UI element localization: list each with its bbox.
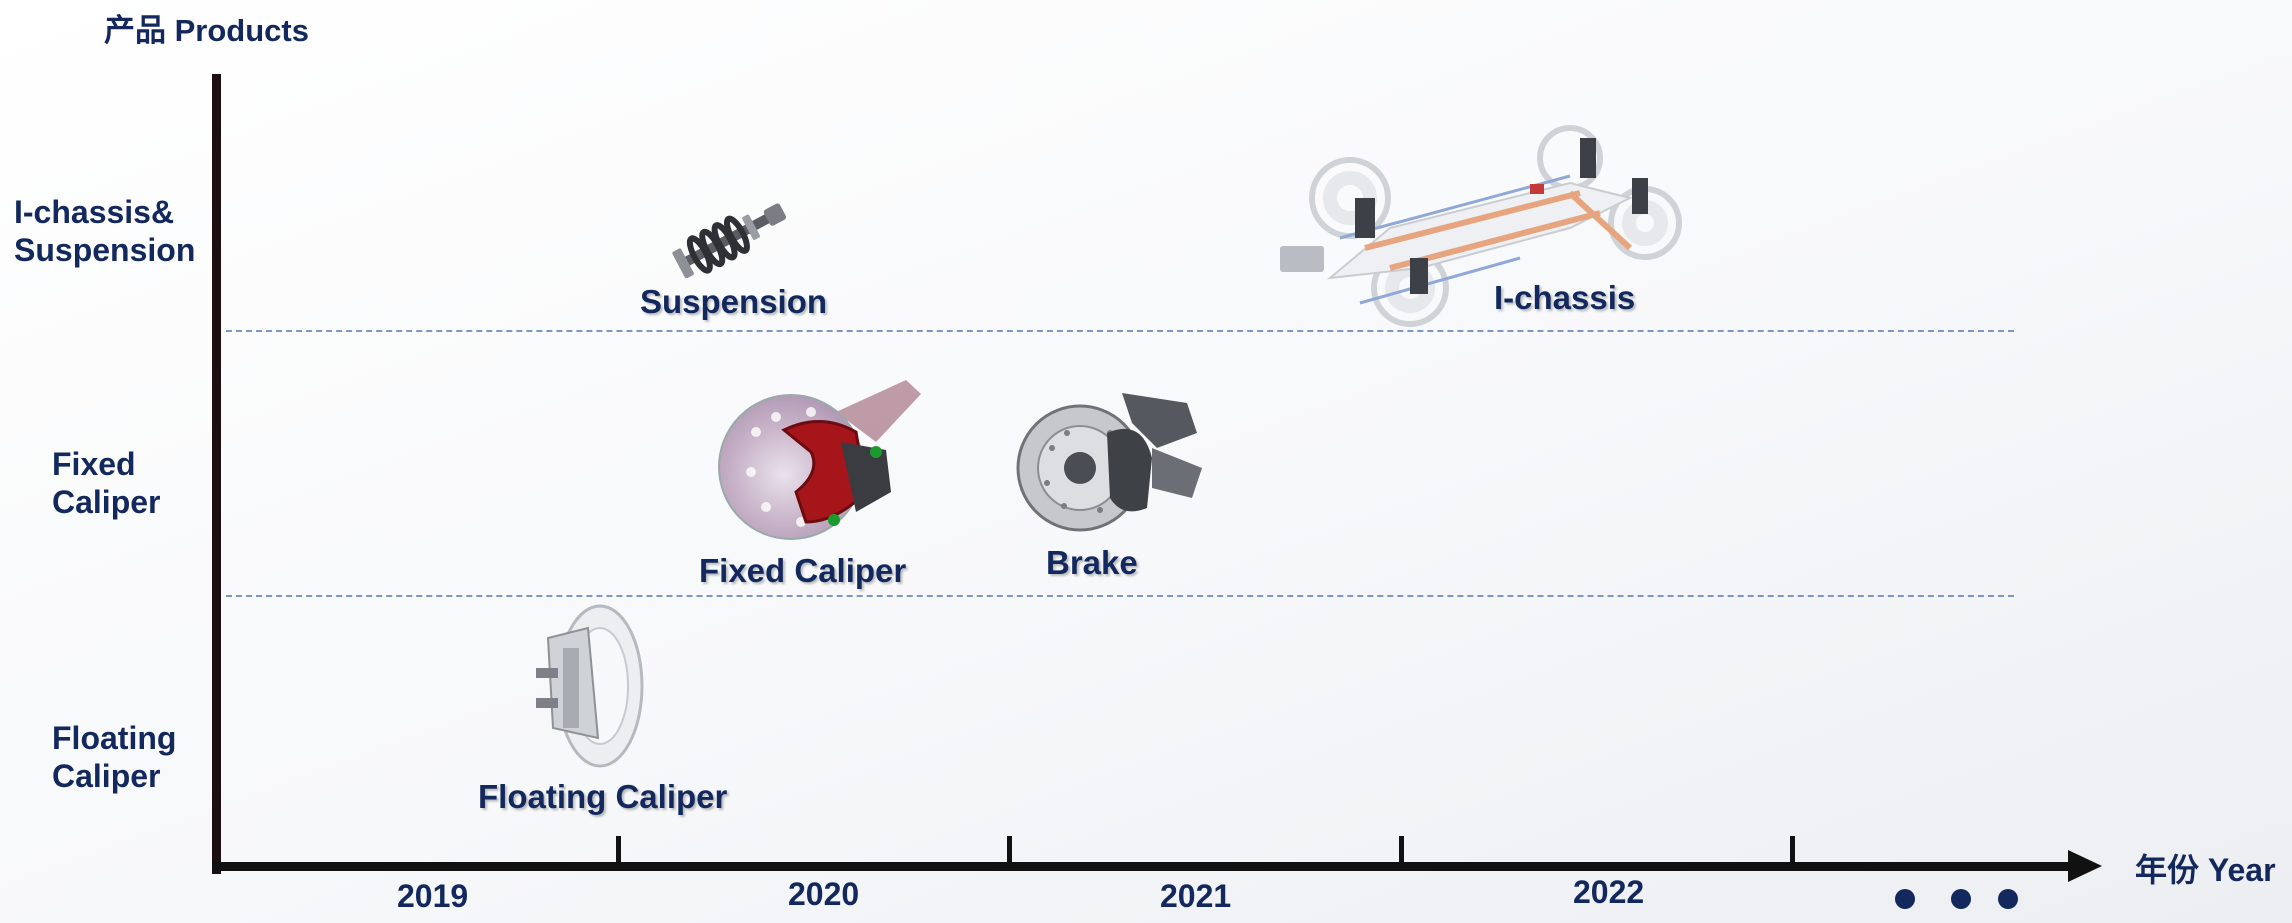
- x-axis-tick: [1399, 836, 1404, 866]
- row-label-line: I-chassis&: [14, 194, 175, 230]
- y-axis-title: 产品 Products: [104, 13, 309, 48]
- row-label-line: Caliper: [52, 484, 161, 520]
- x-axis-tick: [616, 836, 621, 866]
- product-label-i-chassis: I-chassis: [1494, 279, 1636, 316]
- x-axis-tick: [1007, 836, 1012, 866]
- row-separator: [226, 330, 2014, 332]
- row-label-line: Floating: [52, 720, 177, 756]
- suspension-image: [672, 203, 787, 278]
- product-label-fixed-caliper: Fixed Caliper: [699, 552, 907, 589]
- row-label-line: Fixed: [52, 446, 136, 482]
- product-label-suspension: Suspension: [640, 283, 828, 320]
- floating-caliper-image: [536, 604, 644, 768]
- product-label-brake: Brake: [1046, 544, 1138, 581]
- year-label-2020: 2020: [788, 876, 860, 912]
- x-axis-arrowhead: [2068, 850, 2102, 882]
- year-label-2022: 2022: [1573, 874, 1645, 910]
- fixed-caliper-image: [718, 380, 921, 540]
- row-label-ichassis-suspension: I-chassis& Suspension: [14, 193, 195, 269]
- product-label-floating-caliper: Floating Caliper: [478, 778, 728, 815]
- i-chassis-image: [1280, 125, 1682, 327]
- x-axis-title: 年份 Year: [2135, 852, 2276, 888]
- row-label-line: Suspension: [14, 232, 196, 268]
- y-axis-line: [212, 74, 221, 874]
- row-label-floating-caliper: Floating Caliper: [52, 719, 176, 795]
- continuation-dot: [1895, 889, 1915, 909]
- year-label-2019: 2019: [397, 878, 469, 914]
- row-separator: [226, 595, 2014, 597]
- brake-image: [1016, 393, 1202, 532]
- x-axis-line: [212, 862, 2070, 871]
- x-axis-tick: [1790, 836, 1795, 866]
- continuation-dot: [1998, 889, 2018, 909]
- row-label-line: Caliper: [52, 758, 161, 794]
- year-label-2021: 2021: [1160, 878, 1232, 914]
- continuation-dot: [1951, 889, 1971, 909]
- row-label-fixed-caliper: Fixed Caliper: [52, 445, 160, 521]
